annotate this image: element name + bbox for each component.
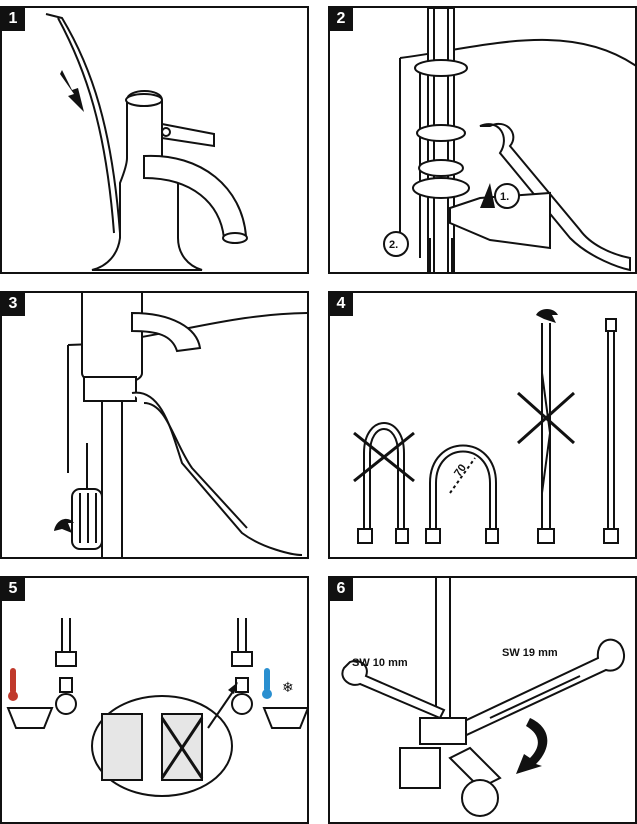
supply-hose [45, 13, 121, 234]
panel-step-6: 6 SW 10 mm SW 19 mm [328, 576, 637, 824]
step-label-1: 1. [500, 191, 509, 203]
valve-knob-cold [231, 693, 253, 715]
mounting-nut [83, 376, 137, 402]
wrench-connection-illustration: SW 10 mm SW 19 mm [341, 578, 625, 817]
pointer-arrow-icon [228, 682, 238, 694]
angle-valve [419, 717, 467, 745]
rotate-arrow-icon [480, 183, 495, 208]
panel-step-2: 2 1. 2. [328, 6, 637, 274]
wrench-small-label: SW 10 mm [352, 657, 408, 669]
down-arrow-icon [60, 70, 84, 112]
washer [418, 159, 464, 177]
hose-bending-illustration: 70 [353, 309, 619, 544]
faucet-body [81, 293, 143, 386]
rotate-arrow-icon [54, 518, 74, 533]
panel-step-1: 1 [0, 6, 309, 274]
step-label-2: 2. [389, 239, 398, 251]
step-number-badge: 5 [2, 578, 25, 601]
snowflake-icon: ❄ [282, 680, 294, 696]
step-number-badge: 1 [2, 8, 25, 31]
hose-fitting-cold [231, 651, 253, 667]
tighten-nut-illustration [54, 293, 307, 557]
basin-hot [6, 707, 54, 729]
hose-bent-correct [429, 444, 497, 529]
wrench-large-label: SW 19 mm [502, 647, 558, 659]
cold-thermometer-icon [264, 668, 270, 692]
hose-straight-correct [607, 331, 615, 529]
basin-cold [262, 707, 307, 729]
faucet-spout [131, 311, 202, 353]
supply-pipe [435, 578, 451, 718]
bend-diameter-label: 70 [452, 462, 469, 479]
mounting-nut-illustration: 1. 2. [383, 8, 635, 272]
wrench [479, 123, 631, 272]
step-number-badge: 3 [2, 293, 25, 316]
step-number-badge: 6 [330, 578, 353, 601]
step-marker-2 [383, 231, 409, 257]
hose-bent-wrong [363, 422, 405, 529]
wrong-mark-icon [353, 391, 575, 483]
hose-fitting-hot [55, 651, 77, 667]
hot-thermometer-icon [10, 668, 16, 694]
panel-step-4: 4 70 [328, 291, 637, 559]
rotate-arrow-icon [516, 718, 548, 774]
step-number-badge: 4 [330, 293, 353, 316]
step-number-badge: 2 [330, 8, 353, 31]
washer [414, 59, 468, 77]
valve-knob-hot [55, 693, 77, 715]
mounting-nut [412, 177, 470, 199]
hand [449, 191, 551, 250]
faucet-install-illustration [45, 13, 248, 271]
washer [416, 124, 466, 142]
hot-cold-connection-illustration: ❄ [6, 618, 307, 797]
rotate-arrow-icon [536, 309, 558, 323]
valve-knob [461, 779, 499, 817]
panel-step-3: 3 [0, 291, 309, 559]
step-marker-1 [494, 183, 520, 209]
wrench [131, 391, 303, 556]
wrench-sw10 [341, 660, 446, 720]
panel-step-5: 5 ❄ [0, 576, 309, 824]
